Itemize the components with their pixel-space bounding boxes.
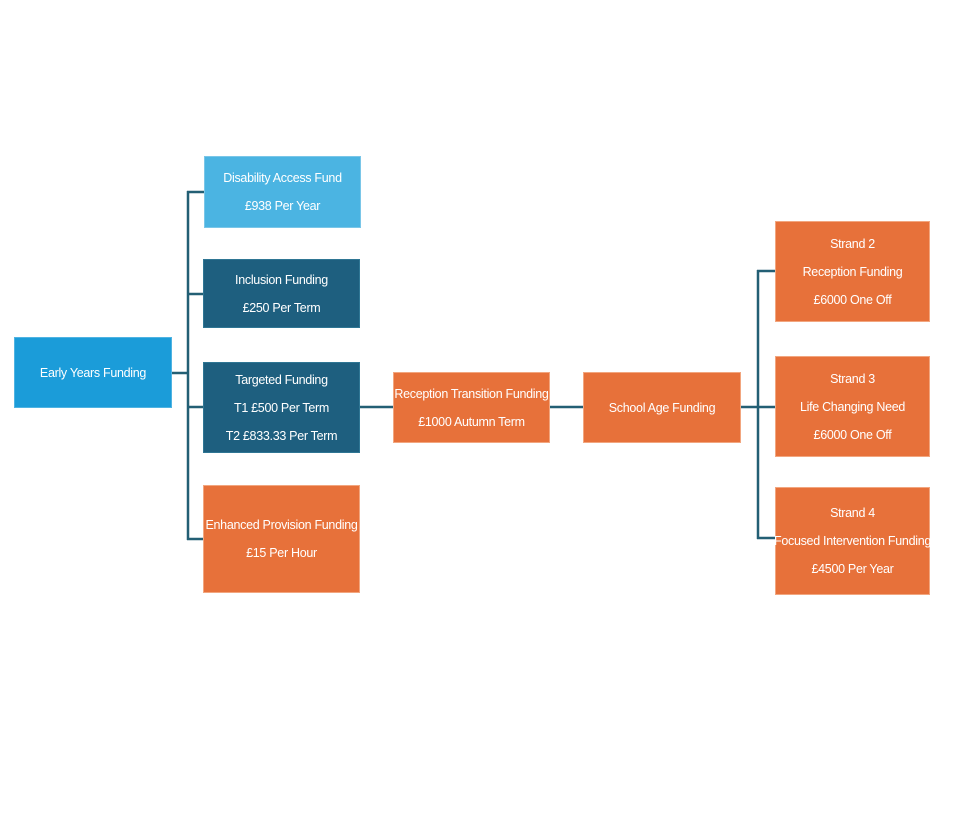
node-amount: £4500 Per Year bbox=[811, 562, 894, 576]
node-amount-t2: T2 £833.33 Per Term bbox=[225, 428, 338, 443]
node-amount: £250 Per Term bbox=[242, 300, 321, 315]
node-label: School Age Funding bbox=[608, 400, 716, 415]
node-strand-3: Strand 3 Life Changing Need £6000 One Of… bbox=[775, 356, 930, 457]
node-early-years-funding: Early Years Funding bbox=[14, 337, 172, 408]
node-amount-t1: T1 £500 Per Term bbox=[233, 400, 330, 415]
node-school-age-funding: School Age Funding bbox=[583, 372, 741, 443]
node-amount: £15 Per Hour bbox=[246, 546, 317, 560]
node-amount: £938 Per Year bbox=[244, 199, 321, 213]
node-strand-4: Strand 4 Focused Intervention Funding £4… bbox=[774, 487, 931, 595]
node-label: Targeted Funding bbox=[235, 372, 328, 387]
node-label: Strand 3 bbox=[830, 371, 875, 386]
node-enhanced-provision-funding: Enhanced Provision Funding £15 Per Hour bbox=[203, 485, 360, 593]
node-label: Reception Transition Funding bbox=[394, 386, 549, 401]
node-sublabel: Focused Intervention Funding bbox=[774, 534, 931, 548]
node-disability-access-fund: Disability Access Fund £938 Per Year bbox=[204, 156, 361, 228]
node-label: Inclusion Funding bbox=[235, 272, 328, 287]
node-strand-2: Strand 2 Reception Funding £6000 One Off bbox=[775, 221, 930, 322]
node-label: Strand 4 bbox=[830, 506, 875, 520]
node-reception-transition-funding: Reception Transition Funding £1000 Autum… bbox=[393, 372, 550, 443]
node-sublabel: Life Changing Need bbox=[799, 399, 906, 414]
node-label: Enhanced Provision Funding bbox=[205, 518, 358, 532]
node-amount: £6000 One Off bbox=[813, 427, 892, 442]
node-label: Early Years Funding bbox=[39, 365, 147, 380]
node-amount: £1000 Autumn Term bbox=[418, 414, 525, 429]
node-label: Disability Access Fund bbox=[223, 171, 342, 185]
node-amount: £6000 One Off bbox=[813, 292, 892, 307]
node-targeted-funding: Targeted Funding T1 £500 Per Term T2 £83… bbox=[203, 362, 360, 453]
node-inclusion-funding: Inclusion Funding £250 Per Term bbox=[203, 259, 360, 328]
node-label: Strand 2 bbox=[830, 236, 875, 251]
node-sublabel: Reception Funding bbox=[802, 264, 903, 279]
